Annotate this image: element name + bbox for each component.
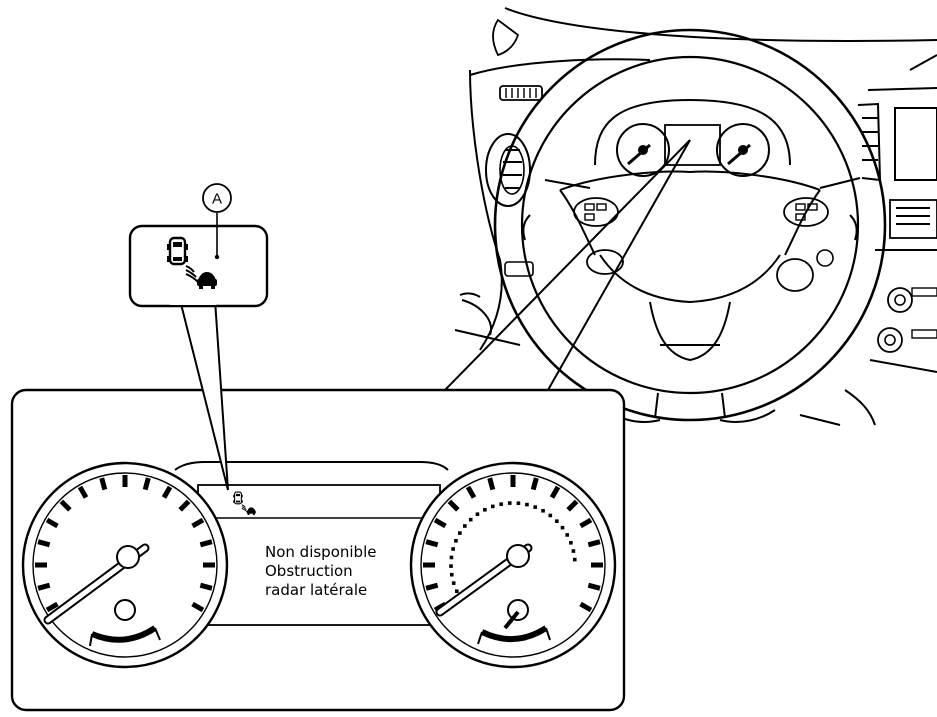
gauge-dot — [560, 525, 565, 530]
gauge-dot — [463, 524, 467, 528]
message-line-1: Non disponible — [265, 543, 376, 561]
gauge-dot — [499, 502, 503, 506]
gauge-tick — [99, 477, 108, 491]
gauge-tick — [59, 499, 72, 512]
gauge-dot — [451, 581, 456, 585]
gauge-tick — [587, 539, 601, 548]
gauge-tick — [191, 601, 205, 613]
callout-label-circle — [202, 183, 232, 213]
gauge-tick — [142, 477, 151, 491]
display-message: Non disponible Obstruction radar latéral… — [265, 543, 376, 599]
gauge-tick — [45, 517, 59, 529]
gauge-tick — [465, 485, 477, 499]
gauge-dot — [449, 564, 453, 568]
gauge-tick — [45, 601, 59, 613]
gauge-tick — [566, 499, 579, 512]
zoom-lines — [444, 139, 691, 391]
gauge-tick — [530, 477, 539, 491]
gauge-dot — [483, 507, 487, 512]
gauge-tick — [199, 582, 213, 591]
gauge-tick — [77, 485, 89, 499]
gauge-tick — [579, 601, 593, 613]
gauge-dot — [455, 589, 459, 594]
gauge-dot — [451, 547, 455, 551]
gauge-tick — [579, 517, 593, 529]
gauge-tick — [199, 539, 213, 548]
gauge-dot — [571, 549, 576, 553]
gauge-tick — [487, 477, 496, 491]
gauge-tick — [587, 582, 601, 591]
gauge-tick — [549, 485, 561, 499]
gauge-dot — [565, 533, 570, 537]
gauge-dot — [555, 519, 559, 523]
dashboard — [454, 7, 937, 426]
gauge-tick — [447, 499, 460, 512]
gauge-tick — [178, 499, 191, 512]
gauge-dot — [507, 501, 512, 505]
gauge-tick — [161, 485, 173, 499]
gauge-tick — [425, 582, 439, 591]
gauge-dot — [468, 517, 473, 522]
gauge-dot — [533, 505, 538, 509]
gauge-tick — [425, 539, 439, 548]
gauge-tick — [433, 517, 447, 529]
gauge-dot — [572, 557, 577, 562]
gauge-dot — [516, 501, 521, 506]
callout-label-a: A — [212, 191, 222, 208]
gauge-dot — [569, 540, 573, 545]
gauge-dot — [491, 504, 495, 509]
gauge-tick — [191, 517, 205, 529]
gauge-dot — [454, 538, 458, 543]
right-gauge — [409, 461, 617, 669]
gauge-dot — [475, 512, 480, 517]
gauge-tick — [37, 539, 51, 548]
gauge-dot — [458, 531, 462, 535]
icon-callout: A — [128, 183, 269, 491]
vent-slats — [505, 88, 537, 98]
left-gauge — [21, 461, 229, 669]
gauge-dot — [548, 513, 553, 518]
gauge-dot — [541, 508, 545, 513]
message-line-2: Obstruction — [265, 562, 353, 580]
gauge-tick — [37, 582, 51, 591]
message-line-3: radar latérale — [265, 581, 367, 599]
gauge-dot — [449, 555, 454, 560]
gauge-dot — [449, 572, 454, 577]
cluster-panel: Non disponible Obstruction radar latéral… — [10, 388, 626, 712]
gauge-dot — [525, 502, 529, 507]
